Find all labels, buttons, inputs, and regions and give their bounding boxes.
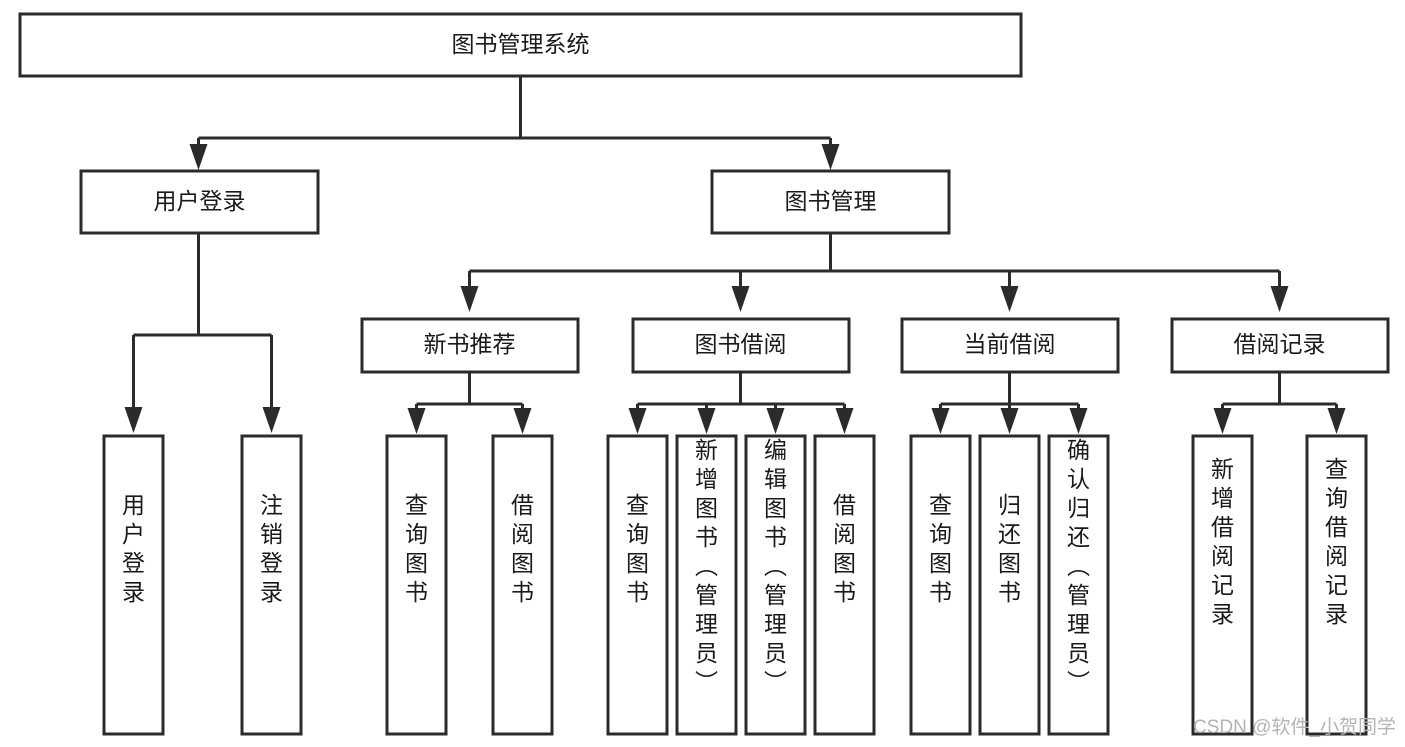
arrow-to-borrow-record [1270, 286, 1289, 312]
arrow-to-leaf-logout-login [262, 407, 281, 433]
arrow-to-leaf-query-book-2 [628, 408, 647, 434]
node-leaf-edit-book-admin-box[interactable] [744, 434, 807, 736]
node-leaf-query-book-2-label: 查询图书 [626, 492, 649, 605]
node-leaf-return-book-box[interactable] [978, 434, 1041, 736]
node-leaf-query-book-2-box[interactable] [606, 434, 669, 736]
arrow-to-book-borrow [731, 286, 750, 312]
node-user-login-box[interactable] [79, 169, 320, 235]
arrow-to-leaf-query-book-1 [407, 408, 426, 434]
node-leaf-query-book-3-label: 查询图书 [929, 492, 952, 605]
node-leaf-logout-login-label: 注销登录 [260, 492, 283, 605]
node-leaf-user-login[interactable]: 用户登录 [102, 434, 165, 736]
node-leaf-confirm-return-admin[interactable]: 确认归还︵管理员︶ [1047, 434, 1110, 736]
node-current-borrow-box[interactable] [900, 317, 1120, 374]
arrow-to-leaf-user-login [124, 407, 143, 433]
node-new-book-recommend-label: 新书推荐 [424, 331, 516, 357]
node-borrow-record[interactable]: 借阅记录 [1170, 317, 1390, 374]
arrow-to-new-book-recommend [460, 286, 479, 312]
node-leaf-borrow-book-2-box[interactable] [813, 434, 876, 736]
node-leaf-add-borrow-record-box[interactable] [1191, 434, 1254, 736]
node-new-book-recommend-box[interactable] [360, 317, 580, 374]
node-leaf-edit-book-admin-label: 编辑图书︵管理员︶ [764, 437, 787, 695]
node-leaf-logout-login[interactable]: 注销登录 [240, 434, 303, 736]
node-leaf-borrow-book-2[interactable]: 借阅图书 [813, 434, 876, 736]
node-leaf-query-borrow-record-box[interactable] [1305, 434, 1368, 736]
node-book-borrow-box[interactable] [631, 317, 851, 374]
node-leaf-user-login-label: 用户登录 [122, 492, 145, 605]
node-leaf-query-book-3[interactable]: 查询图书 [909, 434, 972, 736]
node-leaf-query-book-2[interactable]: 查询图书 [606, 434, 669, 736]
arrow-to-leaf-query-book-3 [931, 408, 950, 434]
node-book-borrow[interactable]: 图书借阅 [631, 317, 851, 374]
node-leaf-query-book-3-box[interactable] [909, 434, 972, 736]
node-leaf-return-book[interactable]: 归还图书 [978, 434, 1041, 736]
arrow-to-book-management [821, 144, 840, 170]
arrow-to-user-login [189, 144, 208, 170]
node-root-book-management-system[interactable]: 图书管理系统 [18, 12, 1023, 78]
node-leaf-query-book-1-box[interactable] [385, 434, 448, 736]
arrow-to-leaf-borrow-book-2 [835, 408, 854, 434]
arrow-to-current-borrow [1000, 286, 1019, 312]
node-leaf-add-borrow-record-label: 新增借阅记录 [1211, 456, 1234, 627]
node-book-borrow-label: 图书借阅 [695, 331, 787, 357]
node-new-book-recommend[interactable]: 新书推荐 [360, 317, 580, 374]
node-current-borrow[interactable]: 当前借阅 [900, 317, 1120, 374]
node-book-management-box[interactable] [710, 169, 951, 235]
node-leaf-add-book-admin-box[interactable] [675, 434, 738, 736]
node-leaf-borrow-book-1[interactable]: 借阅图书 [491, 434, 554, 736]
csdn-watermark: CSDN @软件_小贺同学 [1193, 716, 1396, 738]
connector-layer [124, 76, 1346, 434]
arrow-to-leaf-borrow-book-1 [513, 408, 532, 434]
node-leaf-query-book-1-label: 查询图书 [405, 492, 428, 605]
node-root-label: 图书管理系统 [452, 31, 590, 57]
node-leaf-confirm-return-admin-label: 确认归还︵管理员︶ [1067, 437, 1090, 695]
arrow-to-leaf-query-borrow-record [1327, 408, 1346, 434]
node-user-login[interactable]: 用户登录 [79, 169, 320, 235]
node-leaf-logout-login-box[interactable] [240, 434, 303, 736]
node-current-borrow-label: 当前借阅 [964, 331, 1056, 357]
node-leaf-add-book-admin[interactable]: 新增图书︵管理员︶ [675, 434, 738, 736]
node-borrow-record-label: 借阅记录 [1234, 331, 1326, 357]
node-book-management[interactable]: 图书管理 [710, 169, 951, 235]
node-user-login-label: 用户登录 [154, 188, 246, 214]
node-leaf-query-borrow-record[interactable]: 查询借阅记录 [1305, 434, 1368, 736]
node-root-box[interactable] [18, 12, 1023, 78]
arrow-to-leaf-add-book-admin [697, 408, 716, 434]
arrow-to-leaf-edit-book-admin [766, 408, 785, 434]
node-leaf-add-borrow-record[interactable]: 新增借阅记录 [1191, 434, 1254, 736]
arrow-to-leaf-return-book [1000, 408, 1019, 434]
arrow-to-leaf-add-borrow-record [1213, 408, 1232, 434]
node-leaf-edit-book-admin[interactable]: 编辑图书︵管理员︶ [744, 434, 807, 736]
node-borrow-record-box[interactable] [1170, 317, 1390, 374]
node-leaf-borrow-book-2-label: 借阅图书 [833, 492, 856, 605]
node-leaf-borrow-book-1-box[interactable] [491, 434, 554, 736]
node-leaf-query-borrow-record-label: 查询借阅记录 [1325, 456, 1348, 627]
node-leaf-borrow-book-1-label: 借阅图书 [511, 492, 534, 605]
arrow-to-leaf-confirm-return-admin [1069, 408, 1088, 434]
node-book-management-label: 图书管理 [785, 188, 877, 214]
node-leaf-return-book-label: 归还图书 [998, 492, 1021, 605]
node-leaf-query-book-1[interactable]: 查询图书 [385, 434, 448, 736]
node-leaf-add-book-admin-label: 新增图书︵管理员︶ [695, 437, 718, 695]
node-leaf-confirm-return-admin-box[interactable] [1047, 434, 1110, 736]
node-leaf-user-login-box[interactable] [102, 434, 165, 736]
